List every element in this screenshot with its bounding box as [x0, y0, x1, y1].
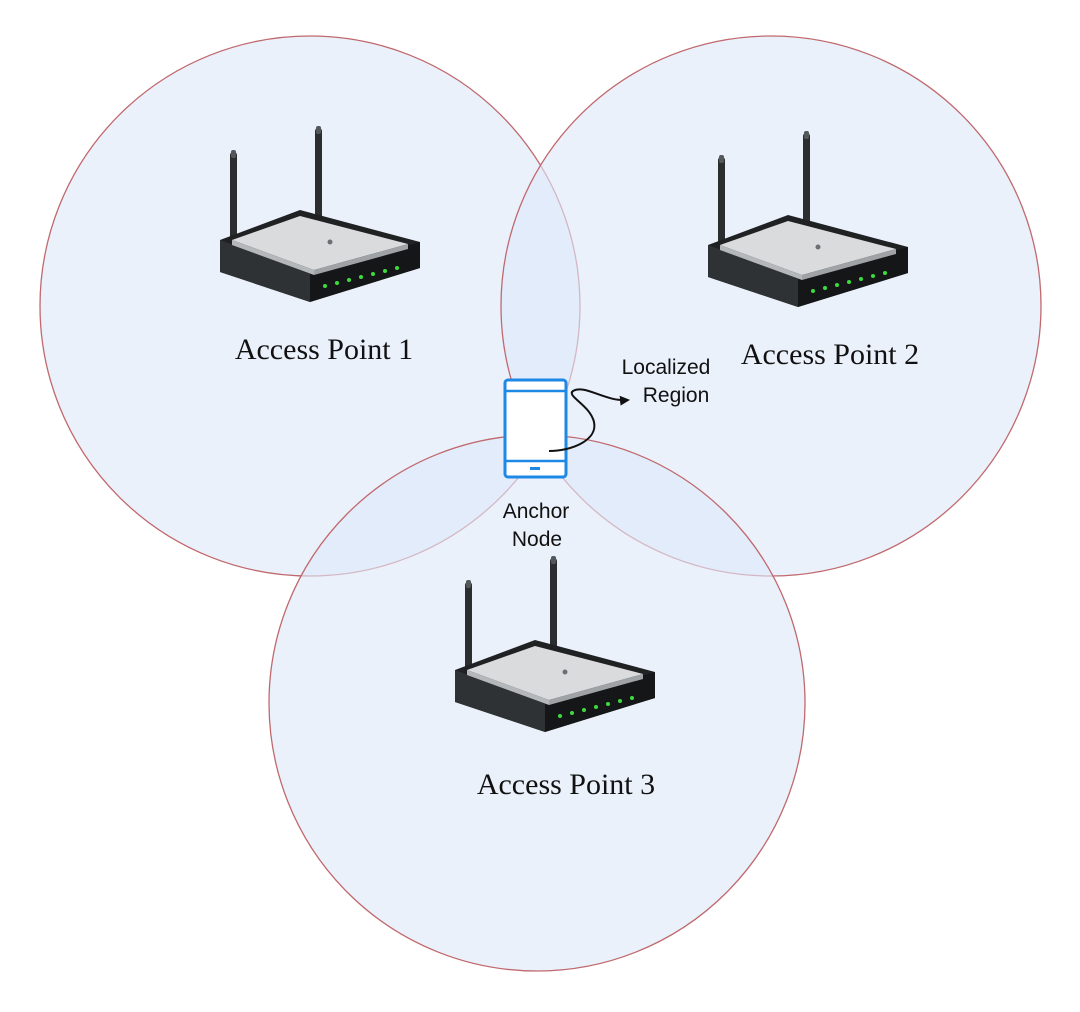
access-point-1-label: Access Point 1	[235, 333, 413, 366]
anchor-node-label-line2: Node	[512, 528, 562, 551]
anchor-node-label-line1: Anchor	[503, 500, 570, 523]
phone-icon	[503, 378, 568, 479]
localized-region-label-line2: Region	[643, 384, 710, 407]
access-point-3-label: Access Point 3	[477, 768, 655, 801]
access-point-2-label: Access Point 2	[741, 338, 919, 371]
localized-region-label-line1: Localized	[622, 356, 711, 379]
localized-region-arrow	[548, 388, 630, 452]
